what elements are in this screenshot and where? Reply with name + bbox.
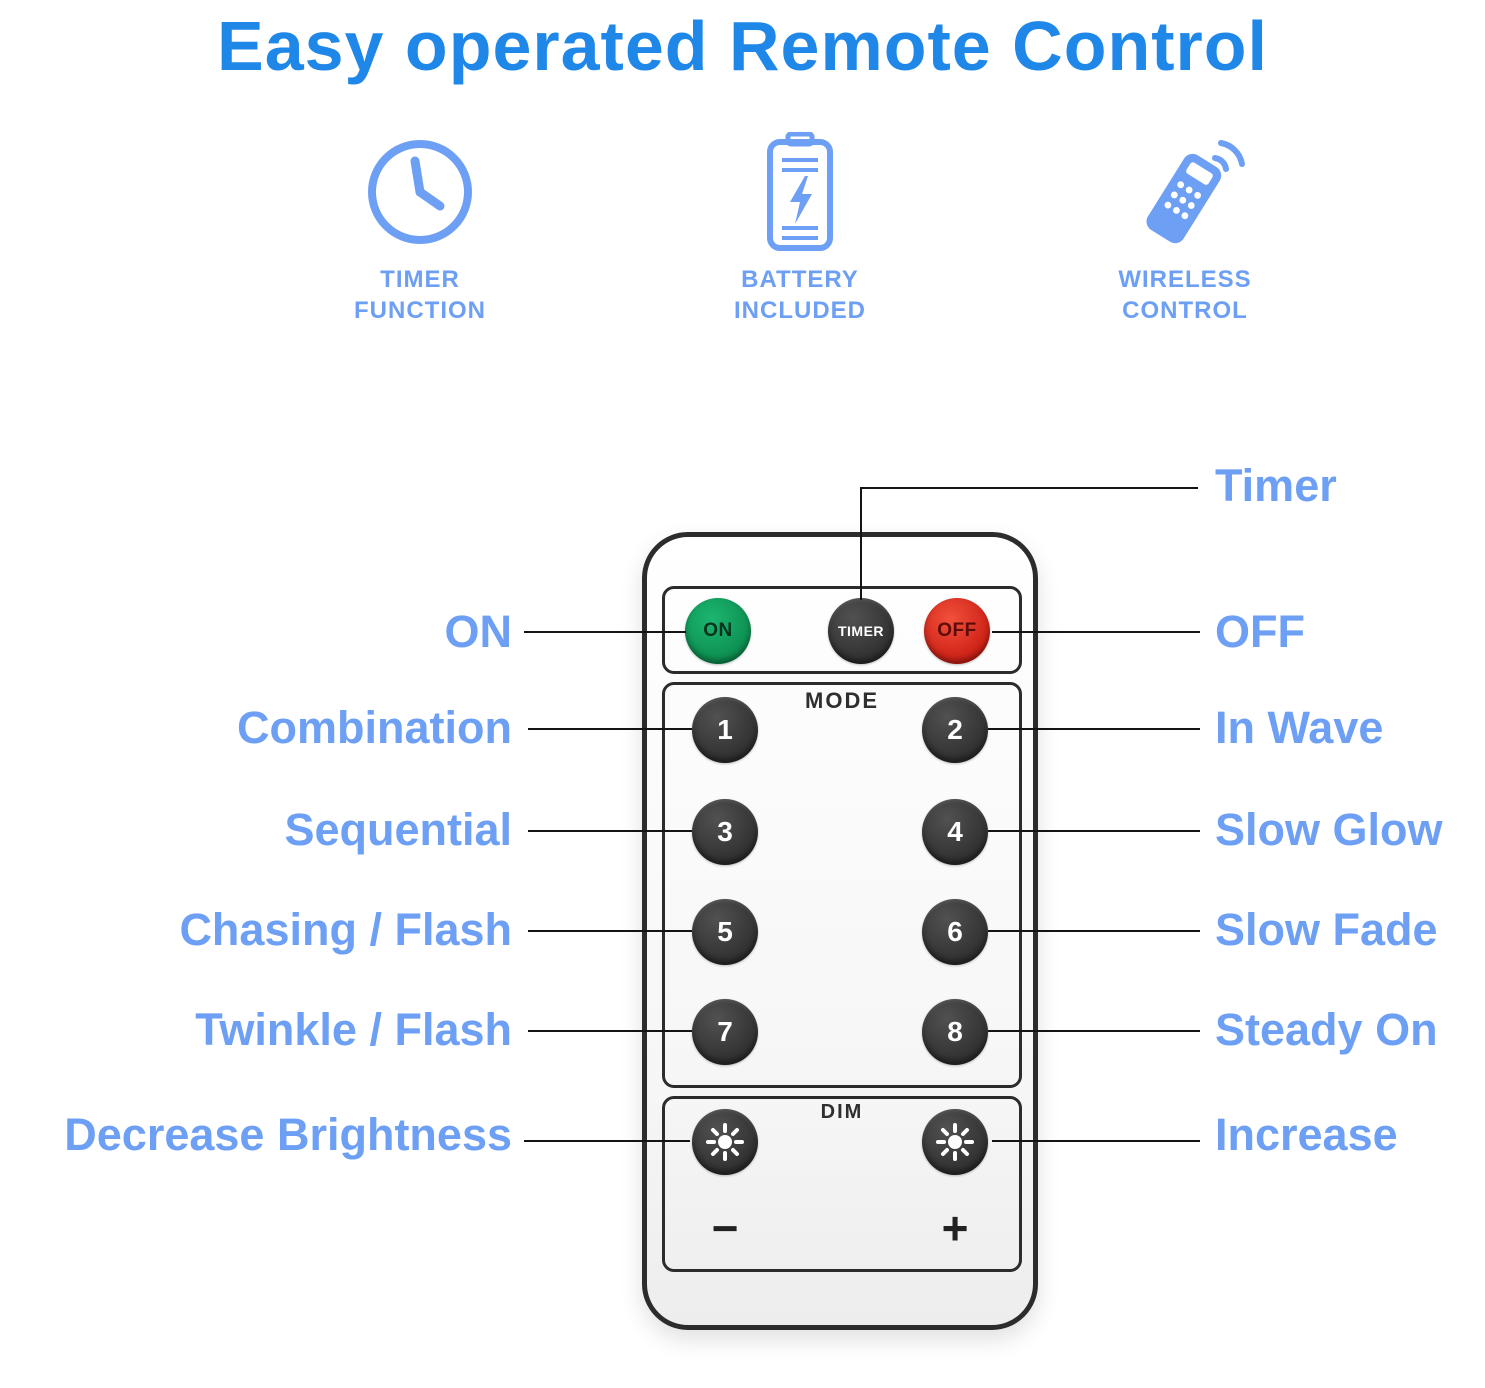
feature-label-line2: CONTROL — [1122, 297, 1248, 325]
connector-line — [992, 1140, 1200, 1142]
mode-label: MODE — [805, 688, 879, 713]
dim-label: DIM — [820, 1101, 864, 1123]
annotation-timer: Timer — [1215, 460, 1337, 511]
annotation-sequential: Sequential — [284, 804, 512, 855]
mode-button-8: 8 — [922, 999, 988, 1065]
feature-label-line1: BATTERY — [741, 266, 859, 293]
connector-line — [528, 728, 692, 730]
connector-line — [524, 1140, 690, 1142]
connector-line — [988, 728, 1200, 730]
timer-button: TIMER — [828, 598, 894, 664]
annotation-steady-on: Steady On — [1215, 1004, 1438, 1055]
connector-line — [992, 631, 1200, 633]
mode-button-2: 2 — [922, 697, 988, 763]
on-button: ON — [685, 598, 751, 664]
connector-line — [860, 487, 862, 600]
annotation-chasing-flash: Chasing / Flash — [179, 904, 512, 955]
wireless-remote-icon — [1025, 132, 1345, 252]
annotation-decrease-brightness: Decrease Brightness — [64, 1109, 512, 1160]
annotation-in-wave: In Wave — [1215, 702, 1384, 753]
remote-control-body: ON TIMER OFF MODE 1 2 3 4 5 6 7 8 DIM — [642, 532, 1038, 1330]
feature-label-line2: INCLUDED — [734, 297, 866, 325]
minus-sign: − — [711, 1202, 739, 1254]
feature-wireless-control: WIRELESS CONTROL — [1025, 132, 1345, 326]
feature-timer-function: TIMER FUNCTION — [260, 132, 580, 326]
brightness-icon — [706, 1123, 744, 1161]
mode-button-5: 5 — [692, 899, 758, 965]
clock-icon — [260, 132, 580, 252]
annotation-combination: Combination — [237, 702, 512, 753]
connector-line — [528, 1030, 692, 1032]
annotation-increase: Increase — [1215, 1109, 1398, 1160]
dim-increase-button — [922, 1109, 988, 1175]
mode-button-7: 7 — [692, 999, 758, 1065]
connector-line — [528, 830, 692, 832]
connector-line — [528, 930, 692, 932]
feature-label-line1: TIMER — [380, 266, 460, 293]
mode-button-6: 6 — [922, 899, 988, 965]
mode-button-1: 1 — [692, 697, 758, 763]
annotation-twinkle-flash: Twinkle / Flash — [195, 1004, 512, 1055]
connector-line — [988, 1030, 1200, 1032]
connector-line — [524, 631, 686, 633]
mode-section — [662, 682, 1022, 1088]
connector-line — [988, 930, 1200, 932]
brightness-icon — [936, 1123, 974, 1161]
mode-button-3: 3 — [692, 799, 758, 865]
feature-label-line1: WIRELESS — [1118, 266, 1252, 293]
power-button-row — [662, 586, 1022, 674]
dim-decrease-button — [692, 1109, 758, 1175]
annotation-off: OFF — [1215, 606, 1305, 657]
annotation-on: ON — [444, 606, 513, 657]
annotation-slow-fade: Slow Fade — [1215, 904, 1438, 955]
connector-line — [860, 487, 1198, 489]
connector-line — [988, 830, 1200, 832]
off-button: OFF — [924, 598, 990, 664]
feature-battery-included: BATTERY INCLUDED — [640, 132, 960, 326]
feature-label-line2: FUNCTION — [354, 297, 486, 325]
plus-sign: + — [941, 1202, 969, 1254]
dim-section — [662, 1096, 1022, 1272]
page-title: Easy operated Remote Control — [217, 7, 1268, 85]
battery-icon — [640, 132, 960, 252]
mode-button-4: 4 — [922, 799, 988, 865]
annotation-slow-glow: Slow Glow — [1215, 804, 1443, 855]
